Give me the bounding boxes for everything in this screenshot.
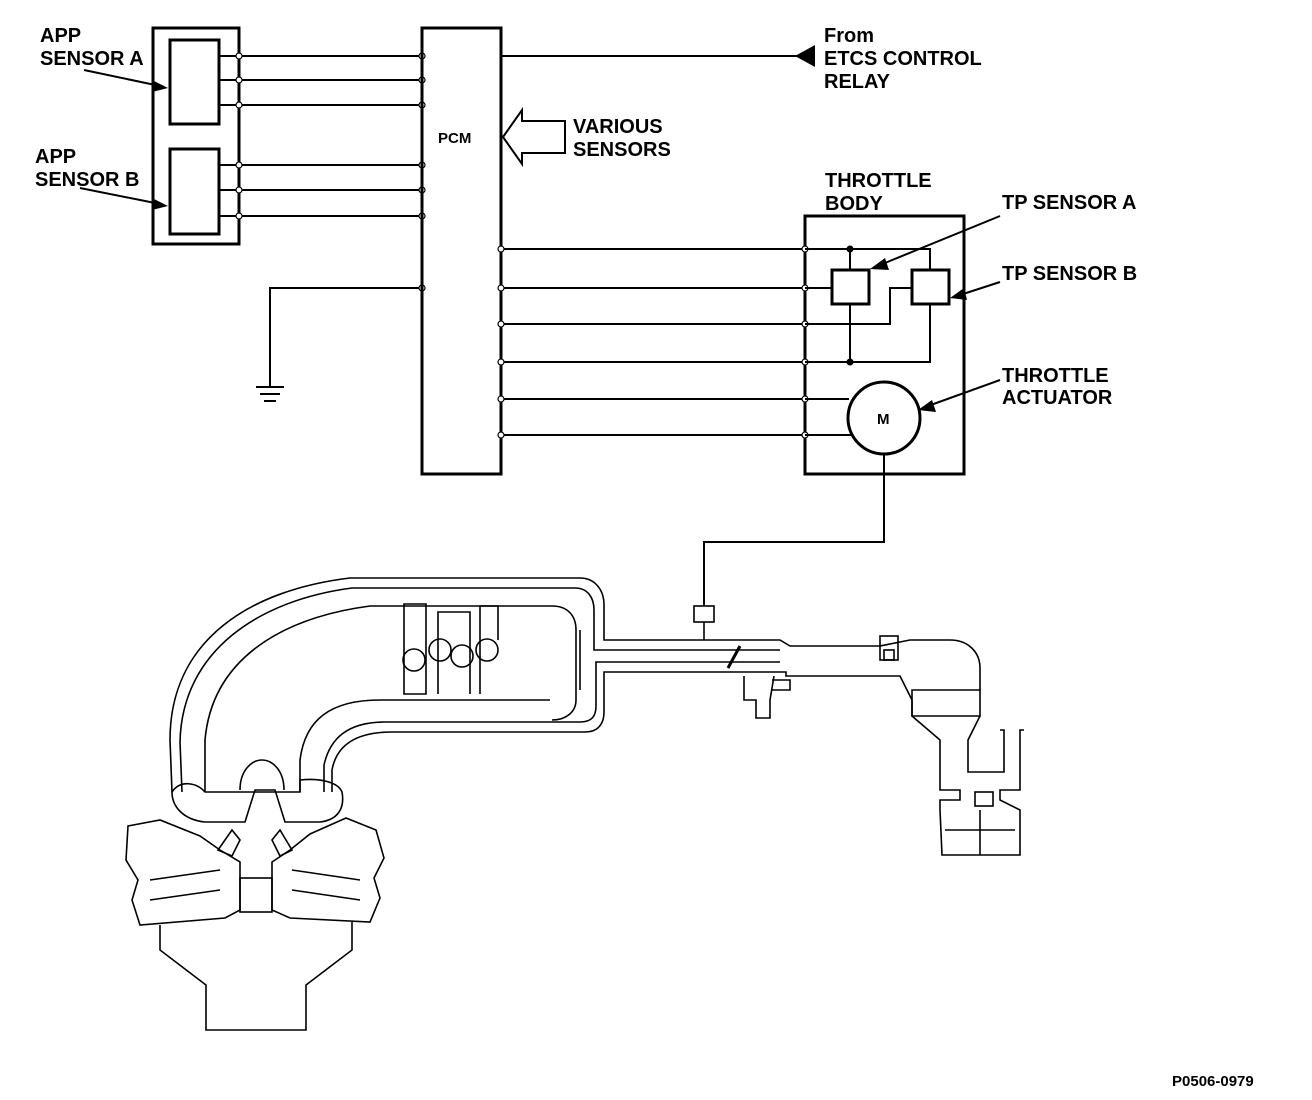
app-sensor-b-pointer [79, 187, 168, 210]
throttle-body-label: THROTTLE BODY [825, 170, 937, 215]
tp-sensor-b-box [910, 268, 951, 306]
ground-symbol-icon [256, 386, 284, 402]
ground-wire [269, 284, 426, 386]
tp-sensor-b-label: TP SENSOR B [1002, 263, 1137, 285]
etcs-relay-wire [501, 45, 815, 67]
throttle-actuator-pointer [918, 379, 1001, 412]
actuator-linkage [703, 454, 885, 606]
throttle-actuator-label: THROTTLE ACTUATOR [1002, 365, 1114, 409]
tp-sensor-a-box [830, 268, 871, 306]
tp-sensor-a-label: TP SENSOR A [1002, 192, 1136, 214]
figure-id-label: P0506-0979 [1172, 1073, 1254, 1090]
tp-sensor-wiring [805, 245, 931, 366]
app-sensor-a-label: APP SENSOR A [40, 25, 144, 70]
throttle-body-wires [497, 245, 809, 439]
tp-sensor-a-pointer [870, 215, 1001, 270]
hollow-arrow-icon [501, 106, 566, 168]
app-sensor-wires [219, 52, 426, 220]
various-sensors-label: VARIOUS SENSORS [573, 116, 671, 161]
etcs-relay-label: From ETCS CONTROL RELAY [824, 25, 987, 93]
app-sensor-module [151, 26, 241, 246]
tp-sensor-b-pointer [950, 281, 1001, 300]
app-sensor-b-label: APP SENSOR B [35, 146, 139, 191]
pcm-label: PCM [438, 130, 471, 147]
pcm-box [420, 26, 503, 476]
engine-intake-illustration [125, 577, 1024, 1031]
triangle-arrow-icon [795, 45, 815, 67]
app-sensor-a-pointer [83, 69, 168, 92]
motor-label: M [877, 411, 890, 428]
